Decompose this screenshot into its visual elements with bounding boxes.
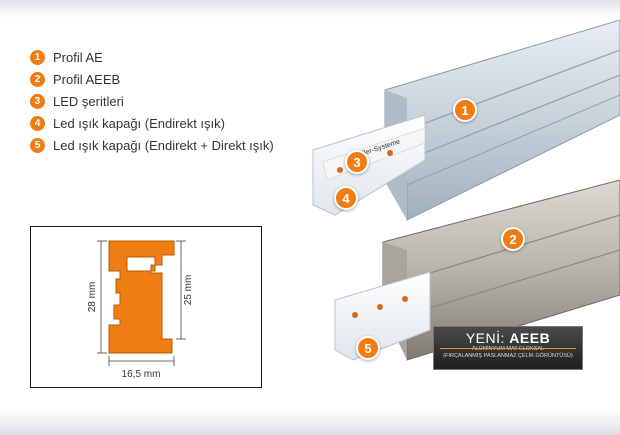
callout-badge-3: 3 xyxy=(345,150,369,174)
number-badge: 2 xyxy=(30,71,45,87)
profiles-illustration: chiller-Systeme xyxy=(312,19,620,361)
badge-prefix: YENİ: xyxy=(465,330,505,346)
legend-label: Profil AEEB xyxy=(53,71,121,87)
callout-badge-1: 1 xyxy=(453,98,477,122)
badge-product-name: AEEB xyxy=(509,330,551,346)
callout-badge-2: 2 xyxy=(501,227,525,251)
number-badge: 3 xyxy=(30,93,45,109)
number-badge: 1 xyxy=(30,49,45,65)
bottom-shadow-band xyxy=(0,409,620,435)
badge-finish-line-1: ALÜMİNYUM MAT ELOKSAL xyxy=(471,346,545,352)
legend-list: 1 Profil AE 2 Profil AEEB 3 LED şeritleri 4… xyxy=(30,46,274,156)
top-shadow-band xyxy=(0,0,620,18)
badge-finish-line-2: (FIRÇALANMIŞ PASLANMAZ ÇELİK GÖRÜNTÜSÜ) xyxy=(443,353,573,359)
cross-section-svg: 28 mm 25 mm 16,5 mm xyxy=(87,240,194,380)
product-photo: chiller-Systeme xyxy=(295,10,620,410)
callout-badge-5: 5 xyxy=(356,336,380,360)
legend-item: 4 Led ışık kapağı (Endirekt ışık) xyxy=(30,112,274,134)
profile-cross-section-diagram: 28 mm 25 mm 16,5 mm xyxy=(30,226,262,388)
legend-item: 5 Led ışık kapağı (Endirekt + Direkt ışık… xyxy=(30,134,274,156)
legend-label: LED şeritleri xyxy=(53,93,124,109)
number-badge: 5 xyxy=(30,137,45,153)
legend-item: 1 Profil AE xyxy=(30,46,274,68)
badge-accent-line xyxy=(440,348,576,349)
dimension-label-width: 16,5 mm xyxy=(122,369,161,380)
legend-label: Profil AE xyxy=(53,49,103,65)
led-cover-direct-indirect xyxy=(334,271,431,361)
callout-badge-4: 4 xyxy=(334,186,358,210)
legend-label: Led ışık kapağı (Endirekt ışık) xyxy=(53,115,225,131)
dimension-label-height-left: 28 mm xyxy=(87,282,98,313)
legend-label: Led ışık kapağı (Endirekt + Direkt ışık) xyxy=(53,137,274,153)
dimension-label-height-right: 25 mm xyxy=(183,275,194,306)
profile-cross-section-shape xyxy=(108,240,175,354)
number-badge: 4 xyxy=(30,115,45,131)
legend-item: 3 LED şeritleri xyxy=(30,90,274,112)
badge-title: YENİ: AEEB xyxy=(434,330,582,346)
new-product-badge: YENİ: AEEB ALÜMİNYUM MAT ELOKSAL (FIRÇAL… xyxy=(433,326,583,370)
legend-item: 2 Profil AEEB xyxy=(30,68,274,90)
